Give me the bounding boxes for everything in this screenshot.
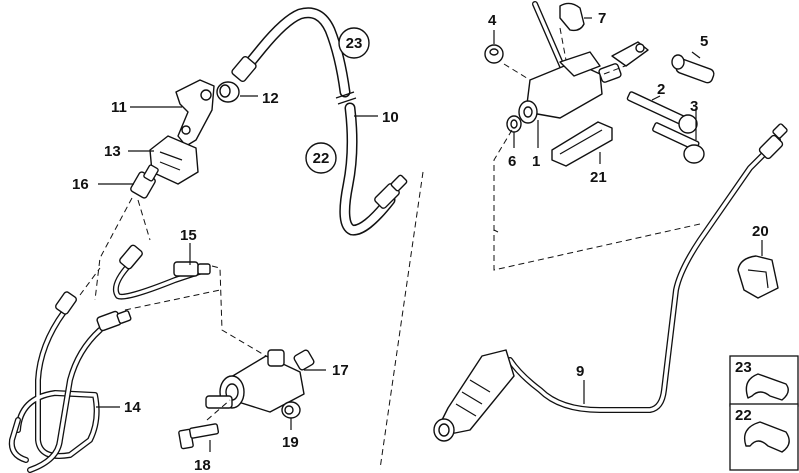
callout-20: 20 xyxy=(752,223,769,240)
callout-2: 2 xyxy=(657,81,665,98)
clip-small xyxy=(737,255,779,299)
circled-23-text: 23 xyxy=(346,35,363,52)
leader-lines xyxy=(96,17,763,452)
washer xyxy=(484,44,504,64)
divider-line xyxy=(379,171,424,470)
pin xyxy=(671,54,715,84)
circled-callout-22: 22 xyxy=(305,142,337,174)
callout-19: 19 xyxy=(282,434,299,451)
assembly-lines-left xyxy=(79,197,267,421)
master-cylinder xyxy=(518,51,622,124)
sensor xyxy=(551,121,613,167)
slave-cylinder xyxy=(205,349,315,413)
pipe-short xyxy=(112,244,211,300)
pipe-long xyxy=(507,123,788,413)
callout-6: 6 xyxy=(508,153,516,170)
callout-4: 4 xyxy=(488,12,497,29)
clevis xyxy=(611,41,649,67)
legend-box-22 xyxy=(729,403,799,471)
callout-16: 16 xyxy=(72,176,89,193)
nut xyxy=(281,401,301,419)
bolt-long xyxy=(626,91,698,134)
adapter xyxy=(130,164,159,199)
o-ring xyxy=(506,115,522,133)
grommet xyxy=(216,81,240,103)
bolt-short xyxy=(652,122,705,164)
legend-label-22: 22 xyxy=(735,407,752,424)
callout-9: 9 xyxy=(576,363,584,380)
legend-box-23 xyxy=(729,355,799,407)
pipe-loop xyxy=(8,291,132,473)
callout-15: 15 xyxy=(180,227,197,244)
callout-7: 7 xyxy=(598,10,606,27)
circled-22-text: 22 xyxy=(313,150,330,167)
callout-5: 5 xyxy=(700,33,708,50)
callout-3: 3 xyxy=(690,98,698,115)
callout-numbers: 11 12 13 16 15 14 17 18 19 10 4 7 5 2 3 … xyxy=(72,10,769,473)
callout-18: 18 xyxy=(194,457,211,473)
callout-1: 1 xyxy=(532,153,540,170)
legend-label-23: 23 xyxy=(735,359,752,376)
bracket xyxy=(175,79,215,147)
hose-upper xyxy=(231,7,351,98)
hose-lower xyxy=(339,102,408,236)
callout-12: 12 xyxy=(262,90,279,107)
hose-break xyxy=(335,91,357,105)
callout-10: 10 xyxy=(382,109,399,126)
callout-21: 21 xyxy=(590,169,607,186)
circled-callout-23: 23 xyxy=(338,27,370,59)
callout-11: 11 xyxy=(111,99,127,116)
callout-17: 17 xyxy=(332,362,349,379)
callout-13: 13 xyxy=(104,143,121,160)
callout-14: 14 xyxy=(124,399,141,416)
damper xyxy=(433,349,515,442)
bolt xyxy=(178,423,220,450)
assembly-lines-right xyxy=(493,27,701,271)
